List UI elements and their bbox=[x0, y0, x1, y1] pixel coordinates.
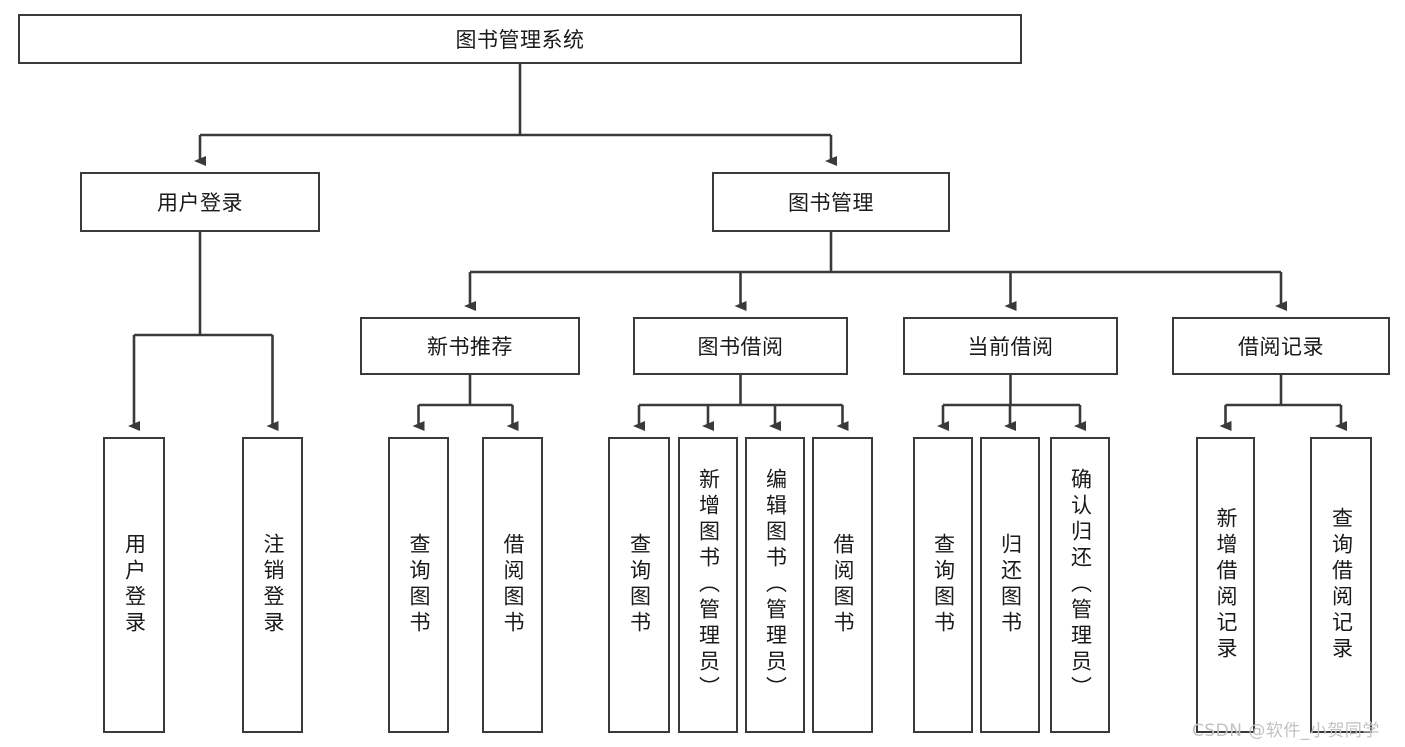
node-label: 用户登录 bbox=[157, 191, 243, 215]
node-leaf-logout[interactable]: 注销登录 bbox=[242, 437, 303, 733]
node-label: 图书借阅 bbox=[697, 335, 784, 359]
node-new-book-recommend[interactable]: 新书推荐 bbox=[360, 317, 580, 375]
node-leaf-confirm-return[interactable]: 确认归还（管理员） bbox=[1050, 437, 1110, 733]
node-label: 图书管理 bbox=[788, 191, 874, 215]
node-label: 图书管理系统 bbox=[455, 28, 585, 52]
node-label: 查询图书 bbox=[407, 533, 431, 637]
node-label: 编辑图书（管理员） bbox=[763, 468, 788, 702]
node-current-borrow[interactable]: 当前借阅 bbox=[903, 317, 1118, 375]
node-label: 借阅记录 bbox=[1238, 335, 1324, 359]
node-user-login[interactable]: 用户登录 bbox=[80, 172, 320, 232]
node-label: 用户登录 bbox=[122, 533, 147, 637]
node-label: 查询图书 bbox=[627, 533, 652, 637]
node-label: 新增图书（管理员） bbox=[696, 468, 721, 702]
node-label: 新书推荐 bbox=[427, 335, 513, 359]
node-leaf-user-login[interactable]: 用户登录 bbox=[103, 437, 165, 733]
node-label: 新增借阅记录 bbox=[1214, 507, 1238, 663]
node-label: 当前借阅 bbox=[967, 335, 1054, 359]
node-label: 注销登录 bbox=[261, 533, 285, 637]
node-leaf-query-book-cur[interactable]: 查询图书 bbox=[913, 437, 973, 733]
node-leaf-return-book[interactable]: 归还图书 bbox=[980, 437, 1040, 733]
node-label: 归还图书 bbox=[998, 533, 1023, 637]
node-leaf-add-record[interactable]: 新增借阅记录 bbox=[1196, 437, 1255, 733]
node-leaf-edit-book[interactable]: 编辑图书（管理员） bbox=[745, 437, 805, 733]
node-label: 借阅图书 bbox=[501, 533, 525, 637]
node-leaf-borrow-book[interactable]: 借阅图书 bbox=[812, 437, 873, 733]
node-label: 借阅图书 bbox=[831, 533, 855, 637]
node-leaf-add-book[interactable]: 新增图书（管理员） bbox=[678, 437, 738, 733]
node-book-manage[interactable]: 图书管理 bbox=[712, 172, 950, 232]
node-leaf-query-book-borrow[interactable]: 查询图书 bbox=[608, 437, 670, 733]
csdn-watermark: CSDN @软件_小贺同学 bbox=[1192, 721, 1380, 741]
node-leaf-borrow-book-rec[interactable]: 借阅图书 bbox=[482, 437, 543, 733]
node-label: 查询图书 bbox=[931, 533, 956, 637]
node-label: 确认归还（管理员） bbox=[1068, 468, 1093, 702]
node-root[interactable]: 图书管理系统 bbox=[18, 14, 1022, 64]
node-book-borrow[interactable]: 图书借阅 bbox=[633, 317, 848, 375]
node-label: 查询借阅记录 bbox=[1329, 507, 1354, 663]
node-leaf-query-book-rec[interactable]: 查询图书 bbox=[388, 437, 449, 733]
node-borrow-record[interactable]: 借阅记录 bbox=[1172, 317, 1390, 375]
node-leaf-query-record[interactable]: 查询借阅记录 bbox=[1310, 437, 1372, 733]
